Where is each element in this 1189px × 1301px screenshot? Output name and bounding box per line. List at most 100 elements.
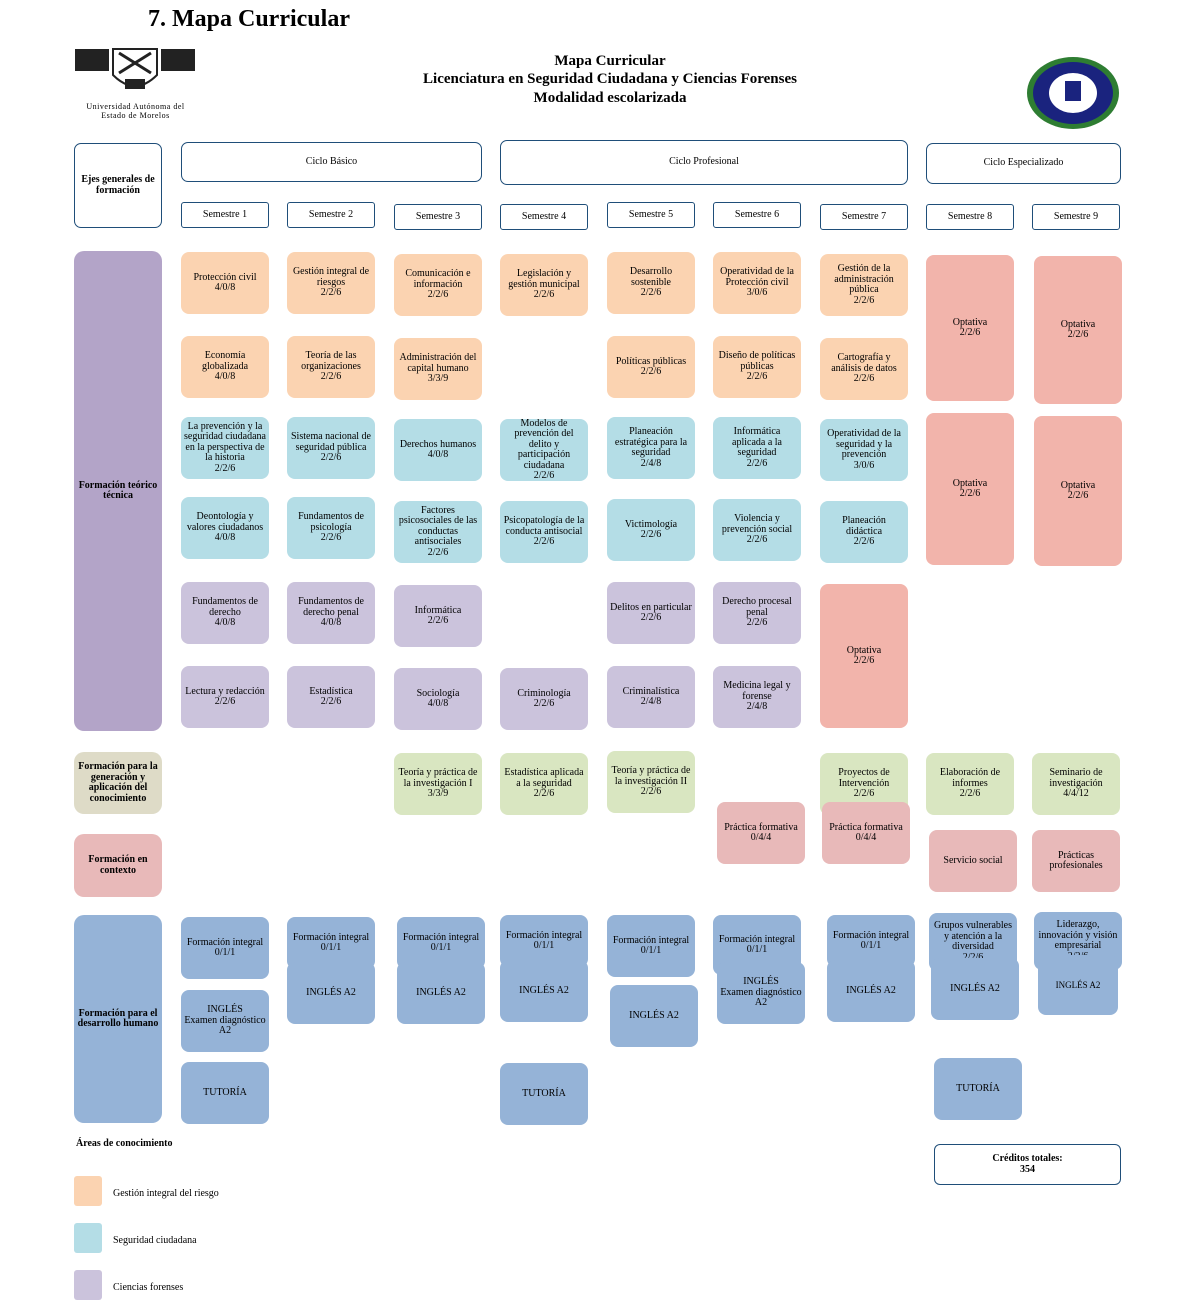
course-card: TUTORÍA [181,1062,269,1124]
uaem-crest-icon [75,48,195,89]
semester-4: Semestre 4 [500,204,588,230]
course-card: Formación integral 0/1/1 [397,917,485,969]
course-card: Práctica formativa 0/4/4 [822,802,910,864]
course-card: Servicio social [929,830,1017,892]
semester-6: Semestre 6 [713,202,801,228]
course-card: Planeación estratégica para la seguridad… [607,417,695,479]
legend-swatch-seguridad [74,1223,102,1253]
course-card: Medicina legal y forense 2/4/8 [713,666,801,728]
course-card: Comunicación e información 2/2/6 [394,254,482,316]
course-card: Optativa 2/2/6 [1034,256,1122,404]
section-heading: 7. Mapa Curricular [148,6,350,32]
course-card: Sistema nacional de seguridad pública 2/… [287,417,375,479]
course-card: INGLÉS A2 [1038,955,1118,1015]
legend-label-seguridad: Seguridad ciudadana [113,1235,197,1246]
course-card: Teoría de las organizaciones 2/2/6 [287,336,375,398]
course-card: TUTORÍA [500,1063,588,1125]
course-card: Operatividad de la seguridad y la preven… [820,419,908,481]
course-card: INGLÉS A2 [397,962,485,1024]
course-card: Fundamentos de psicología 2/2/6 [287,497,375,559]
course-card: INGLÉS A2 [610,985,698,1047]
course-card: Políticas públicas 2/2/6 [607,336,695,398]
course-card: Práctica formativa 0/4/4 [717,802,805,864]
course-card: Criminología 2/2/6 [500,668,588,730]
legend-label-riesgo: Gestión integral del riesgo [113,1188,219,1199]
semester-7: Semestre 7 [820,204,908,230]
course-card: Fundamentos de derecho 4/0/8 [181,582,269,644]
course-card: Optativa 2/2/6 [926,413,1014,565]
course-card: Derechos humanos 4/0/8 [394,419,482,481]
axis-contexto: Formación en contexto [74,834,162,897]
semester-1: Semestre 1 [181,202,269,228]
course-card: Optativa 2/2/6 [926,255,1014,401]
course-card: La prevención y la seguridad ciudadana e… [181,417,269,479]
course-card: Operatividad de la Protección civil 3/0/… [713,252,801,314]
legend-title: Áreas de conocimiento [76,1138,173,1149]
course-card: Formación integral 0/1/1 [607,915,695,977]
semester-3: Semestre 3 [394,204,482,230]
cycle-especializado: Ciclo Especializado [926,143,1121,184]
course-card: Factores psicosociales de las conductas … [394,501,482,563]
axis-desarrollo-humano: Formación para el desarrollo humano [74,915,162,1123]
course-card: INGLÉS A2 [287,962,375,1024]
course-card: Derecho procesal penal 2/2/6 [713,582,801,644]
cycle-basico: Ciclo Básico [181,142,482,182]
course-card: INGLÉS A2 [500,960,588,1022]
course-card: Cartografía y análisis de datos 2/2/6 [820,338,908,400]
uaem-logo: Universidad Autónoma del Estado de Morel… [73,45,198,123]
course-card: Optativa 2/2/6 [1034,416,1122,566]
course-card: Teoría y práctica de la investigación II… [607,751,695,813]
faculty-seal [1025,55,1121,131]
semester-8: Semestre 8 [926,204,1014,230]
university-name-line1: Universidad Autónoma del [86,102,185,111]
course-card: Modelos de prevención del delito y parti… [500,419,588,481]
course-card: Sociología 4/0/8 [394,668,482,730]
course-card: TUTORÍA [934,1058,1022,1120]
legend-swatch-riesgo [74,1176,102,1206]
course-card: Prácticas profesionales [1032,830,1120,892]
course-card: Criminalística 2/4/8 [607,666,695,728]
course-card: Deontología y valores ciudadanos 4/0/8 [181,497,269,559]
semester-9: Semestre 9 [1032,204,1120,230]
modality-title: Modalidad escolarizada [533,90,687,106]
cycle-profesional: Ciclo Profesional [500,140,908,185]
course-card: INGLÉS A2 [931,958,1019,1020]
axis-investigacion: Formación para la generación y aplicació… [74,752,162,814]
axes-header: Ejes generales de formación [74,143,162,228]
course-card: Diseño de políticas públicas 2/2/6 [713,336,801,398]
course-card: Informática aplicada a la seguridad 2/2/… [713,417,801,479]
axis-teorico-tecnica: Formación teórico técnica [74,251,162,731]
university-name-line2: Estado de Morelos [101,111,170,120]
course-card: Economía globalizada 4/0/8 [181,336,269,398]
course-card: Optativa 2/2/6 [820,584,908,728]
course-card: Gestión integral de riesgos 2/2/6 [287,252,375,314]
program-title: Licenciatura en Seguridad Ciudadana y Ci… [423,71,797,87]
course-card: Victimología 2/2/6 [607,499,695,561]
course-card: Lectura y redacción 2/2/6 [181,666,269,728]
course-card: INGLÉS Examen diagnóstico A2 [181,990,269,1052]
course-card: Delitos en particular 2/2/6 [607,582,695,644]
course-card: Seminario de investigación 4/4/12 [1032,753,1120,815]
course-card: Informática 2/2/6 [394,585,482,647]
course-card: Legislación y gestión municipal 2/2/6 [500,254,588,316]
course-card: Gestión de la administración pública 2/2… [820,254,908,316]
course-card: Formación integral 0/1/1 [287,917,375,969]
course-card: Planeación didáctica 2/2/6 [820,501,908,563]
course-card: Protección civil 4/0/8 [181,252,269,314]
course-card: Teoría y práctica de la investigación I … [394,753,482,815]
course-card: INGLÉS Examen diagnóstico A2 [717,962,805,1024]
semester-5: Semestre 5 [607,202,695,228]
course-card: Estadística aplicada a la seguridad 2/2/… [500,753,588,815]
seal-icon [1027,57,1119,129]
course-card: Formación integral 0/1/1 [827,915,915,967]
map-title: Mapa Curricular [554,53,666,69]
course-card: Violencia y prevención social 2/2/6 [713,499,801,561]
course-card: Desarrollo sostenible 2/2/6 [607,252,695,314]
course-card: Psicopatología de la conducta antisocial… [500,501,588,563]
course-card: Formación integral 0/1/1 [181,917,269,979]
course-card: Elaboración de informes 2/2/6 [926,753,1014,815]
total-credits: Créditos totales: 354 [934,1144,1121,1185]
course-card: Formación integral 0/1/1 [500,915,588,967]
course-card: Administración del capital humano 3/3/9 [394,338,482,400]
course-card: Estadística 2/2/6 [287,666,375,728]
